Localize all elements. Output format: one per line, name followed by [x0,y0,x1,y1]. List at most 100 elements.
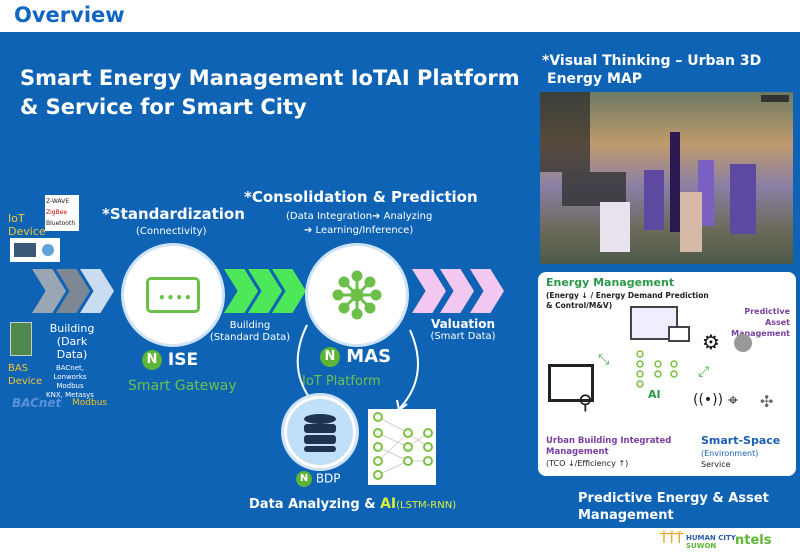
main-title: Smart Energy Management IoTAI Platform &… [20,64,520,122]
consolidation-subtitle: (Data Integration➔ Analyzing ➔ Learning/… [286,210,432,238]
ise-product-logo: N ISE [142,350,198,370]
monitor-sensor-icon [734,334,752,352]
consolidation-line2: ➔ Learning/Inference) [304,225,414,236]
bas-device-label: BAS Device [8,362,42,388]
human-city-text: HUMAN CITY [686,534,736,542]
sensor-icon [42,244,54,256]
iot-device-image [10,238,60,262]
valuation-subtitle: (Smart Data) [430,331,496,342]
mas-label: MAS [346,346,392,367]
bdp-product-logo: N BDP [296,471,341,487]
building [730,164,756,234]
protocol-line: KNX, Metasys [46,391,94,399]
page-title: Overview [14,3,125,27]
dark-data-label: (Dark Data) [56,335,88,361]
iot-platform-caption: IoT Platform [302,374,381,389]
gears-icon: ⚙ [702,330,720,354]
zigbee-logo: ZigBee [46,209,68,216]
visual-title-line2: Energy MAP [547,71,642,87]
n-logo-icon: N [320,347,340,367]
location-pin-icon: ⌖ [728,390,739,411]
bidirectional-arrow-icon: ⤡ [598,352,610,368]
database-icon [304,414,336,452]
building-standard-data-label: Building(Standard Data) [208,320,292,344]
zwave-logo: Z-WAVE [46,198,70,205]
map-color-palette[interactable] [562,172,626,206]
bas-controller-image [10,322,32,356]
caption-ai: AI [380,496,397,512]
building-label: Building [49,322,95,335]
consolidation-line1: (Data Integration➔ Analyzing [286,211,433,222]
urban-3d-energy-map[interactable] [540,92,793,264]
map-toolbar[interactable] [761,95,789,102]
gateway-icon: •••• [146,277,200,313]
bas-label-1: BAS [8,363,29,374]
energy-desc-line2: & Control/M&V) [546,301,613,310]
building [644,170,664,230]
urban-title-line2: Management [546,447,609,457]
energy-desc-line1: (Energy ↓ / Energy Demand Prediction [546,291,709,300]
main-title-line2: & Service for Smart City [20,95,307,119]
fan-icon: ✣ [760,392,774,411]
bas-label-2: Device [8,376,43,387]
n-logo-icon: N [142,350,162,370]
standardization-title: *Standardization [102,205,245,223]
hub-network-icon [332,270,382,320]
modbus-logo: Modbus [72,398,108,408]
map-layer-panel[interactable] [540,92,590,172]
main-title-line1: Smart Energy Management IoTAI Platform [20,66,520,90]
bdp-circle [284,396,356,468]
smart-gateway-caption: Smart Gateway [128,378,237,394]
neural-network-image [368,409,436,485]
standardization-subtitle: (Connectivity) [136,226,207,237]
wireless-signal-icon: ((•)) [693,392,724,408]
magnifier-icon: ⚲ [578,390,593,414]
standard-data-label: (Standard Data) [209,332,291,343]
gateway-circle: •••• [124,246,222,344]
caption-line1: Predictive Energy & Asset [578,491,769,506]
smart-space-desc: (Environment) Service [701,448,758,470]
asset-title-line2: Management [731,329,790,338]
energy-management-desc: (Energy ↓ / Energy Demand Prediction& Co… [546,291,709,311]
valuation-title: Valuation [430,317,496,331]
ntels-logo: ntels [735,533,772,548]
caption-prefix: Data Analyzing & [249,497,381,512]
bdp-label: BDP [315,471,341,486]
building-label: Building [229,320,271,331]
bidirectional-arrow-icon: ⤢ [698,364,710,380]
tablet-icon [668,326,690,342]
caption-suffix: (LSTM-RNN) [396,500,457,511]
protocol-line: Modbus [56,382,84,390]
smart-space-title: Smart-Space [701,434,781,447]
n-logo-icon: N [296,471,312,487]
space-desc-line1: (Environment) [701,449,759,458]
building [600,202,630,252]
tower-building [670,132,680,232]
building [680,192,702,252]
ai-network-icon [636,350,678,388]
ai-label: AI [648,388,661,401]
mas-product-logo: N MAS [320,346,391,367]
space-desc-line2: Service [701,460,731,469]
building [698,160,714,226]
urban-building-desc: (TCO ↓/Efficiency ↑) [546,459,629,468]
asset-title-line1: Predictive Asset [744,307,790,327]
data-analyzing-caption: Data Analyzing & AI(LSTM-RNN) [249,496,456,512]
platform-circle [308,246,406,344]
header-bar: Overview [0,0,800,32]
analytics-monitor-icon [548,364,594,402]
valuation-label: Valuation (Smart Data) [428,317,498,342]
building-dark-data-label: Building(Dark Data) [44,322,100,361]
human-city-figures-icon: ŤŤŤ [660,532,684,547]
consolidation-title: *Consolidation & Prediction [244,188,478,206]
services-panel: Energy Management (Energy ↓ / Energy Dem… [538,272,796,476]
caption-line2: Management [578,508,674,523]
suwon-text: SUWON [686,542,717,550]
